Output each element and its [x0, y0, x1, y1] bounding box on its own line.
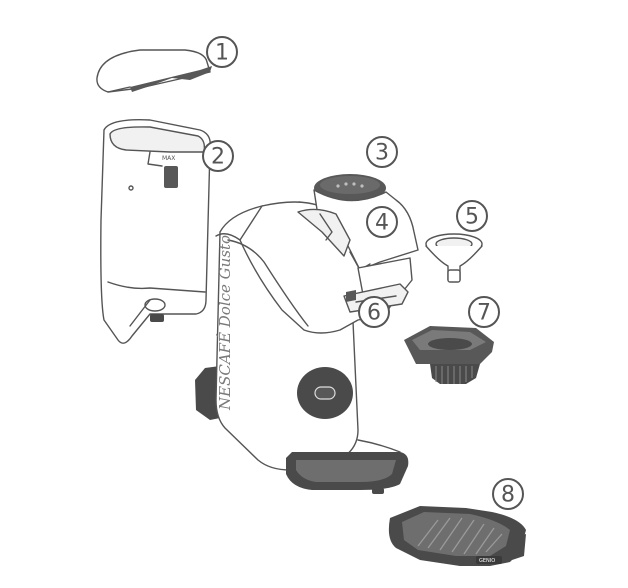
badge-circle — [456, 200, 488, 232]
badge-water-tank-lid: 1 — [206, 36, 238, 68]
badge-water-tank: 2 — [202, 140, 234, 172]
drip-tray-installed — [286, 452, 409, 494]
badge-drip-tray: 8 — [492, 478, 524, 510]
badge-number: 7 — [477, 301, 491, 326]
badge-cold-water-capsule-holder-insert: 5 — [456, 200, 488, 232]
badge-circle — [366, 206, 398, 238]
badge-capsule-holder-assembly: 7 — [468, 296, 500, 328]
badge-circle — [492, 478, 524, 510]
badge-number: 4 — [375, 211, 389, 236]
capsule-holder-assembly — [404, 326, 494, 384]
part-number-badges: 1 2 3 4 5 6 7 8 — [202, 36, 524, 510]
badge-circle — [468, 296, 500, 328]
machine-body: NESCAFÉ Dolce Gusto — [195, 201, 401, 471]
drip-tray-label: GENIO — [479, 558, 495, 564]
brand-label: NESCAFÉ Dolce Gusto — [216, 235, 234, 411]
badge-number: 2 — [211, 145, 225, 170]
badge-circle — [202, 140, 234, 172]
water-tank: MAX — [100, 119, 211, 344]
drip-tray: GENIO — [388, 506, 526, 566]
badge-number: 3 — [375, 141, 389, 166]
badge-circle — [206, 36, 238, 68]
cold-water-insert — [425, 233, 483, 283]
badge-number: 5 — [465, 205, 479, 230]
tank-max-label: MAX — [162, 155, 175, 162]
badge-circle — [366, 136, 398, 168]
badge-control-panel: 3 — [366, 136, 398, 168]
badge-number: 1 — [215, 41, 229, 66]
water-tank-lid — [96, 49, 212, 93]
badge-number: 8 — [501, 483, 515, 508]
badge-circle — [358, 296, 390, 328]
badge-capsule-holder-lever: 4 — [366, 206, 398, 238]
badge-number: 6 — [367, 301, 381, 326]
badge-capsule-holder: 6 — [358, 296, 390, 328]
